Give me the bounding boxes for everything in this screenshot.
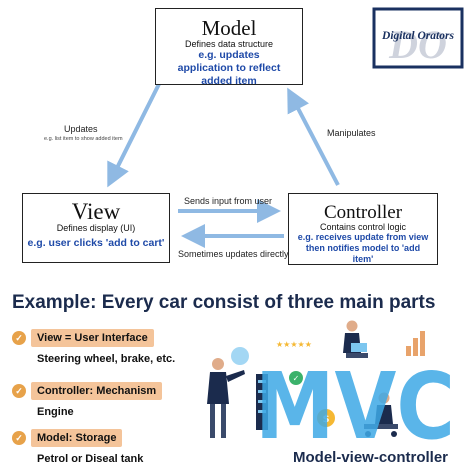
part-controller-detail: Engine	[37, 406, 74, 418]
check-icon: ✓	[12, 331, 26, 345]
view-description: Defines display (UI)	[56, 223, 136, 233]
check-icon: ✓	[12, 431, 26, 445]
model-title: Model	[201, 16, 257, 40]
part-view-tag: View = User Interface	[31, 329, 154, 347]
controller-example: e.g. receives update from view then noti…	[297, 232, 429, 264]
digital-orators-logo: DO Digital Orators	[371, 6, 465, 70]
part-model-detail: Petrol or Diseal tank	[37, 453, 144, 465]
model-example: e.g. updates application to reflect adde…	[177, 49, 281, 87]
logo-text: Digital Orators	[382, 30, 454, 42]
logo-monogram: DO	[388, 22, 447, 67]
svg-text:★★★★★: ★★★★★	[276, 340, 312, 349]
arrow-controller-to-model	[287, 87, 340, 186]
mvc-caption: Model-view-controller	[293, 449, 449, 466]
example-heading: Example: Every car consist of three main…	[12, 292, 436, 313]
view-title: View	[71, 199, 121, 224]
controller-box: Controller Contains control logic e.g. r…	[288, 193, 438, 265]
part-controller-tag: Controller: Mechanism	[31, 382, 163, 400]
arrow-model-to-view	[107, 81, 162, 188]
sometimes-updates-label: Sometimes updates directly	[178, 249, 289, 259]
updates-label: Updates	[64, 124, 98, 134]
updates-note: e.g. list item to show added item	[44, 136, 123, 142]
manipulates-label: Manipulates	[327, 128, 376, 138]
model-box: Model Defines data structure e.g. update…	[155, 8, 303, 87]
view-example: e.g. user clicks 'add to cart'	[27, 237, 165, 250]
view-box: View Defines display (UI) e.g. user clic…	[22, 193, 170, 263]
model-description: Defines data structure	[184, 39, 274, 49]
controller-title: Controller	[323, 202, 403, 223]
controller-description: Contains control logic	[319, 222, 407, 232]
check-icon: ✓	[12, 384, 26, 398]
part-model-tag: Model: Storage	[31, 429, 123, 447]
svg-text:$: $	[323, 414, 330, 425]
part-view-detail: Steering wheel, brake, etc.	[37, 353, 176, 365]
sends-input-label: Sends input from user	[184, 196, 273, 206]
svg-text:✓: ✓	[293, 374, 300, 383]
mvc-big-text: MVC	[255, 353, 455, 460]
